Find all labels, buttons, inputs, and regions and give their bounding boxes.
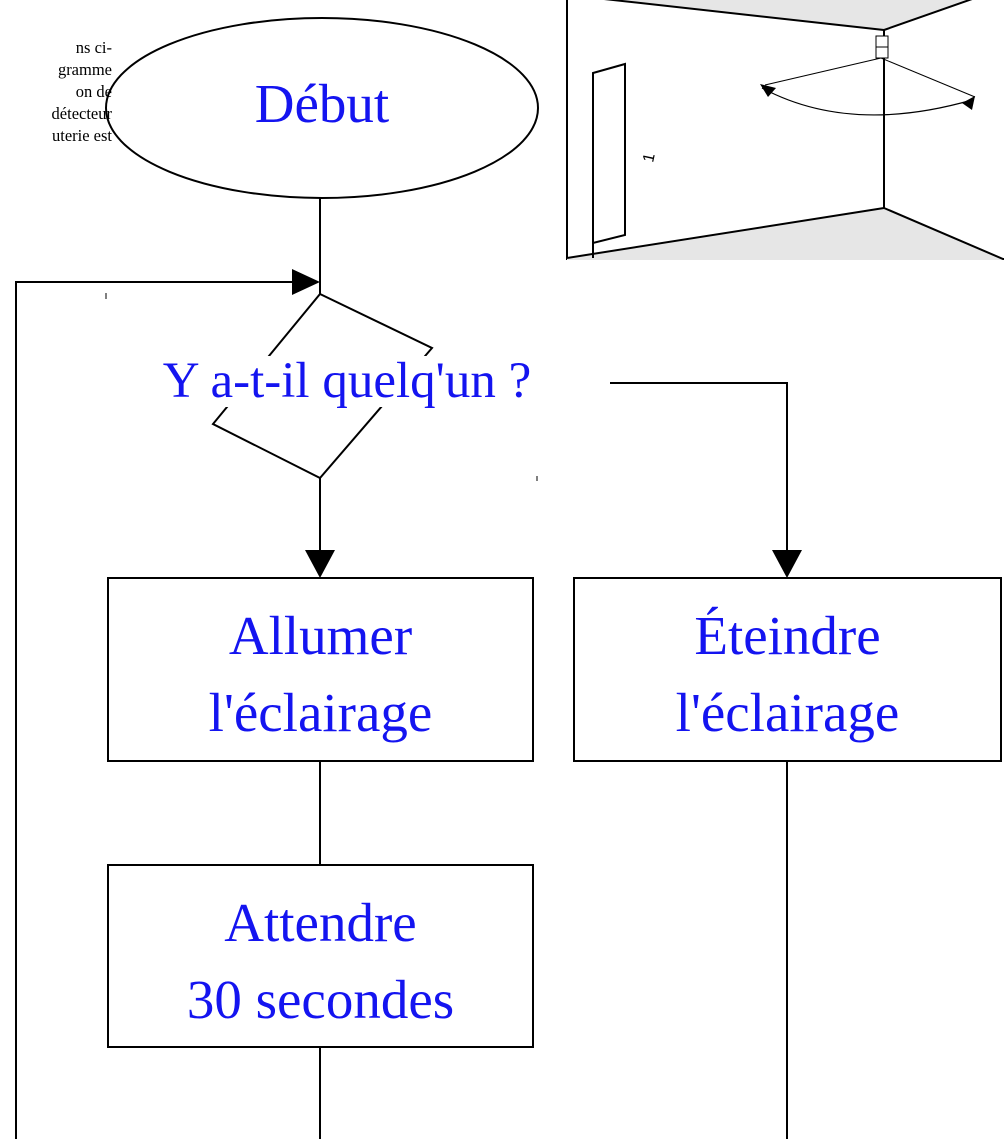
room-floor — [567, 208, 1004, 260]
intro-line-5: uterie est — [51, 128, 112, 145]
off-light-line-2: l'éclairage — [675, 682, 900, 743]
wait-line-2: 30 secondes — [186, 969, 455, 1030]
door-number: 1 — [640, 151, 659, 165]
wait-line-1: Attendre — [224, 892, 417, 953]
on-light-line-1: Allumer — [228, 605, 413, 666]
door — [592, 62, 626, 245]
box-on-light — [107, 577, 534, 762]
room-ceiling — [613, 0, 970, 30]
no-arrowhead — [772, 550, 802, 578]
motion-detector-icon — [760, 35, 976, 116]
off-light-line-1: Éteindre — [694, 605, 881, 666]
intro-line-3: on de — [75, 84, 112, 101]
intro-line-2: gramme — [57, 62, 112, 79]
connector-no — [610, 382, 788, 552]
intro-line-1: ns ci- — [75, 40, 112, 57]
start-label: Début — [254, 73, 390, 134]
on-light-line-2: l'éclairage — [208, 682, 433, 743]
intro-line-4: détecteur — [51, 106, 112, 123]
decision-label: Y a-t-il quelq'un ? — [93, 356, 601, 407]
start-ellipse — [105, 17, 539, 199]
box-wait — [107, 864, 534, 1048]
loop-back-line — [15, 281, 297, 1139]
loop-arrowhead — [292, 269, 320, 295]
room-frame — [566, 0, 1004, 260]
yes-arrowhead — [305, 550, 335, 578]
box-off-light — [573, 577, 1002, 762]
room-illustration — [566, 0, 1004, 260]
